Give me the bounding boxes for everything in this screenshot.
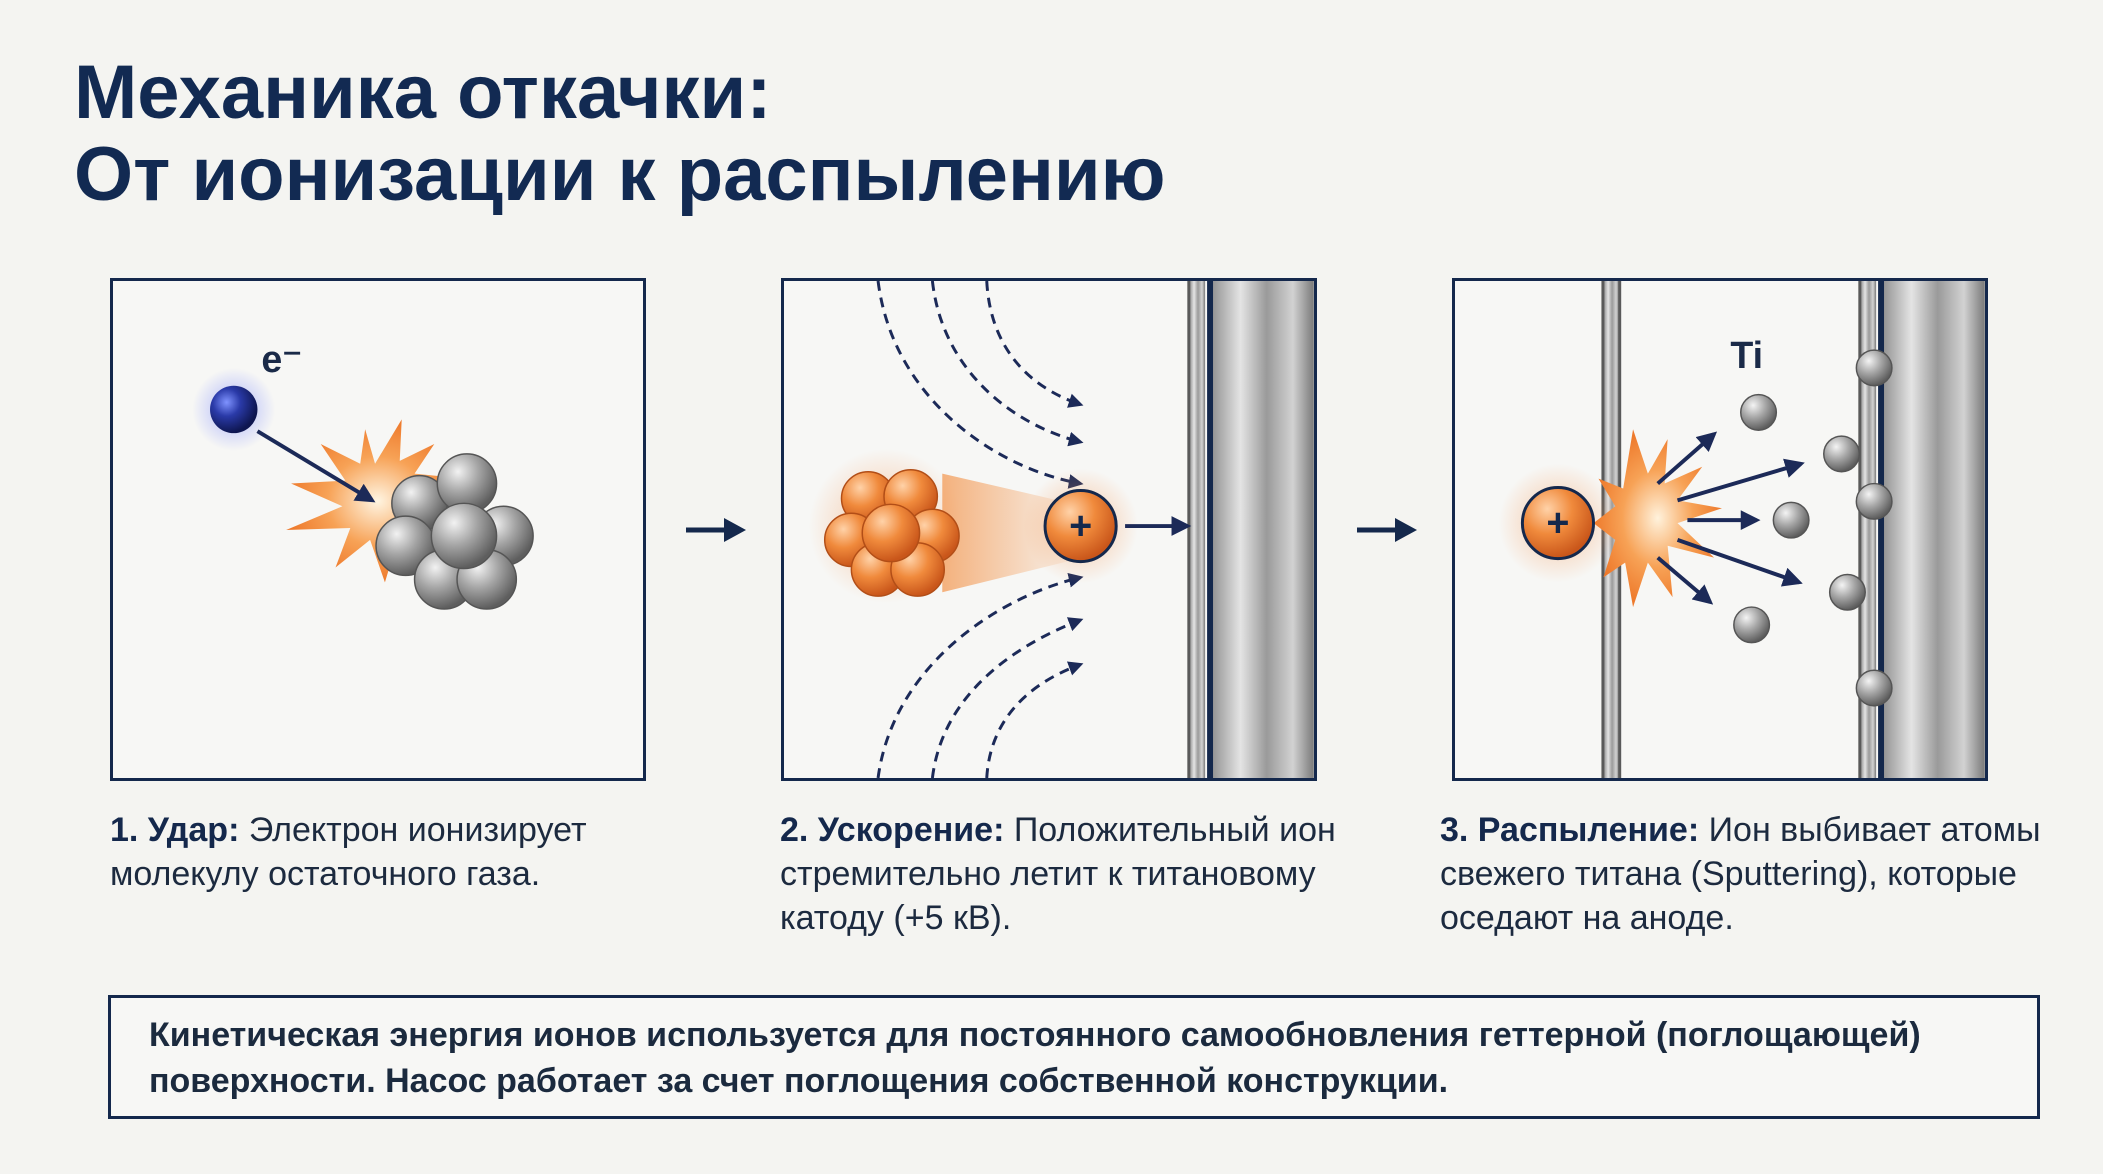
impact-illustration: e⁻	[192, 338, 534, 610]
anode-plate	[1858, 281, 1985, 778]
panel-impact: e⁻	[110, 278, 646, 781]
positive-ion-sign: +	[1546, 501, 1569, 545]
title-line-2: От ионизации к распылению	[74, 132, 1166, 217]
electric-field-lines	[876, 281, 1084, 778]
step-2-caption: 2. Ускорение: Положительный ион стремите…	[780, 808, 1370, 940]
titanium-label: Ti	[1730, 334, 1763, 376]
summary-box: Кинетическая энергия ионов используется …	[108, 995, 2040, 1119]
electron	[210, 385, 258, 434]
sputter-burst	[1593, 429, 1722, 608]
page-title: Механика откачки: От ионизации к распыле…	[74, 52, 1166, 216]
acceleration-illustration: +	[808, 281, 1314, 778]
step-2-text: Положительный ион стремительно летит к т…	[780, 811, 1336, 937]
positive-ion	[1043, 488, 1118, 564]
sputtering-illustration: + Ti	[1498, 281, 1985, 778]
positive-ion-sign: +	[1069, 504, 1092, 548]
positive-ion	[1520, 486, 1596, 561]
step-1-text: Электрон ионизирует молекулу остаточного…	[110, 811, 587, 893]
step-arrow-right-icon	[686, 518, 746, 542]
electron-label: e⁻	[261, 338, 302, 380]
gas-molecule	[375, 453, 534, 610]
step-3-text: Ион выбивает атомы свежего титана (Sputt…	[1440, 811, 2041, 937]
sputter-trajectory-arrows	[1656, 431, 1805, 605]
panel-acceleration: +	[781, 278, 1317, 781]
step-3-caption: 3. Распыление: Ион выбивает атомы свежег…	[1440, 808, 2080, 940]
step-2-heading: 2. Ускорение:	[780, 811, 1005, 849]
cathode-plate	[1187, 281, 1314, 778]
step-1-caption: 1. Удар: Электрон ионизирует молекулу ос…	[110, 808, 700, 896]
step-3-heading: 3. Распыление:	[1440, 811, 1700, 849]
title-line-1: Механика откачки:	[74, 50, 772, 135]
ionized-molecule	[823, 468, 960, 597]
titanium-atoms	[1733, 349, 1893, 707]
step-arrow-right-icon	[1357, 518, 1417, 542]
panel-sputtering: + Ti	[1452, 278, 1988, 781]
step-1-heading: 1. Удар:	[110, 811, 240, 849]
electron-trajectory-arrow	[256, 429, 376, 503]
